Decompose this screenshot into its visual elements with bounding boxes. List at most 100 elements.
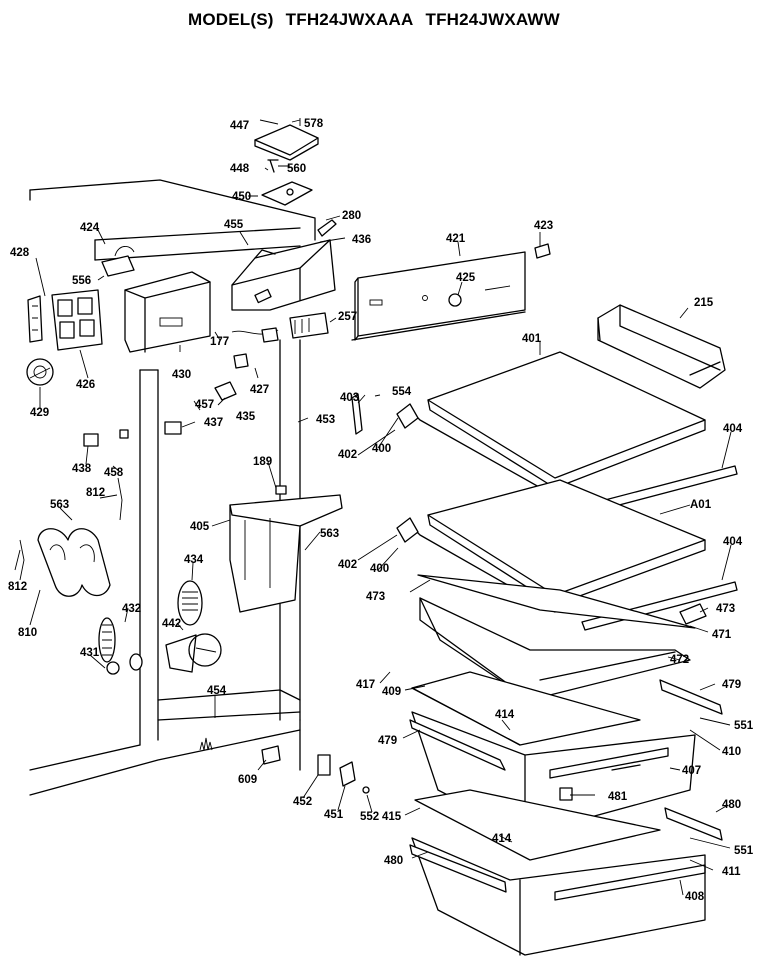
motor-assembly — [26, 358, 54, 386]
label-454: 454 — [207, 685, 227, 697]
light-switch-part — [317, 219, 337, 237]
label-404-upper: 404 — [723, 423, 743, 435]
label-480-left: 480 — [384, 855, 403, 867]
label-401-upper: 401 — [522, 333, 542, 345]
label-563-left: 563 — [50, 499, 69, 511]
label-479-right: 479 — [722, 679, 741, 691]
label-551-lower: 551 — [734, 845, 754, 857]
label-560: 560 — [287, 163, 306, 175]
control-housing — [231, 239, 336, 311]
label-425: 425 — [456, 272, 476, 284]
label-551-upper: 551 — [734, 720, 754, 732]
fan-blade-assembly — [165, 633, 222, 673]
model-number-2: TFH24JWXAWW — [425, 10, 560, 29]
label-609: 609 — [238, 774, 257, 786]
label-473-left: 473 — [366, 591, 385, 603]
small-clip-438 — [83, 429, 129, 447]
meat-pan-cover — [411, 671, 641, 746]
pan-rail-right-479 — [659, 679, 723, 715]
label-430: 430 — [172, 369, 191, 381]
label-450: 450 — [232, 191, 251, 203]
label-431: 431 — [80, 647, 100, 659]
heater-assembly — [19, 528, 111, 597]
label-437: 437 — [204, 417, 223, 429]
label-402-lower: 402 — [338, 559, 357, 571]
label-458: 458 — [104, 467, 124, 479]
label-442: 442 — [162, 618, 181, 630]
label-280: 280 — [342, 210, 361, 222]
small-clip-437 — [164, 421, 182, 435]
label-552: 552 — [360, 811, 379, 823]
label-409: 409 — [382, 686, 401, 698]
wire-harness — [231, 327, 279, 369]
label-405: 405 — [190, 521, 210, 533]
light-bulb — [534, 243, 551, 259]
label-428: 428 — [10, 247, 30, 259]
label-411: 411 — [722, 866, 741, 878]
bracket-451 — [339, 761, 356, 787]
fan-grille — [177, 580, 203, 626]
pan-rail-right-480 — [664, 807, 723, 841]
damper-bracket — [27, 295, 43, 343]
label-457: 457 — [195, 399, 214, 411]
label-423: 423 — [534, 220, 553, 232]
label-415: 415 — [382, 811, 402, 823]
vegetable-pan-408 — [411, 789, 706, 956]
label-452: 452 — [293, 796, 312, 808]
label-455: 455 — [224, 219, 244, 231]
label-436: 436 — [352, 234, 371, 246]
leader-lines — [14, 119, 732, 896]
thermostat-bracket — [124, 271, 211, 353]
clip-189 — [275, 485, 287, 495]
label-471: 471 — [712, 629, 732, 641]
label-414-upper: 414 — [495, 709, 515, 721]
label-812-upper: 812 — [86, 487, 105, 499]
drain-tube — [117, 477, 123, 521]
model-number-1: TFH24JWXAAA — [285, 10, 414, 29]
evaporator-fan-motor-mount — [229, 494, 343, 613]
label-481: 481 — [608, 791, 628, 803]
label-421: 421 — [446, 233, 466, 245]
label-424: 424 — [80, 222, 100, 234]
label-480-right: 480 — [722, 799, 741, 811]
label-410: 410 — [722, 746, 741, 758]
label-473-right: 473 — [716, 603, 735, 615]
label-427: 427 — [250, 384, 269, 396]
damper-control — [51, 289, 103, 351]
label-400-upper: 400 — [372, 443, 391, 455]
label-448: 448 — [230, 163, 250, 175]
light-shield — [254, 118, 319, 161]
label-403: 403 — [340, 392, 359, 404]
label-426: 426 — [76, 379, 95, 391]
label-578: 578 — [304, 118, 324, 130]
label-556: 556 — [72, 275, 91, 287]
label-563-right: 563 — [320, 528, 339, 540]
dairy-door — [597, 304, 726, 389]
label-453: 453 — [316, 414, 335, 426]
label-432: 432 — [122, 603, 141, 615]
bracket-452 — [317, 754, 331, 776]
relay-part — [214, 381, 237, 401]
pan-rail-left-479 — [409, 719, 506, 771]
label-408: 408 — [685, 891, 705, 903]
label-554: 554 — [392, 386, 412, 398]
label-435: 435 — [236, 411, 256, 423]
label-417: 417 — [356, 679, 375, 691]
label-401-lower: A01 — [690, 499, 712, 511]
shelf-upper — [396, 351, 738, 515]
shelf-support-403 — [351, 393, 363, 435]
light-socket-bracket — [261, 159, 313, 206]
label-402-upper: 402 — [338, 449, 357, 461]
label-447: 447 — [230, 120, 249, 132]
pan-rail-left-480 — [409, 844, 507, 893]
label-434: 434 — [184, 554, 204, 566]
label-189: 189 — [253, 456, 272, 468]
label-479-left: 479 — [378, 735, 397, 747]
part-labels: 447 578 448 560 450 280 455 436 421 423 … — [8, 118, 754, 903]
label-404-lower: 404 — [723, 536, 743, 548]
label-472: 472 — [670, 654, 689, 666]
label-257: 257 — [338, 311, 357, 323]
label-438: 438 — [72, 463, 92, 475]
